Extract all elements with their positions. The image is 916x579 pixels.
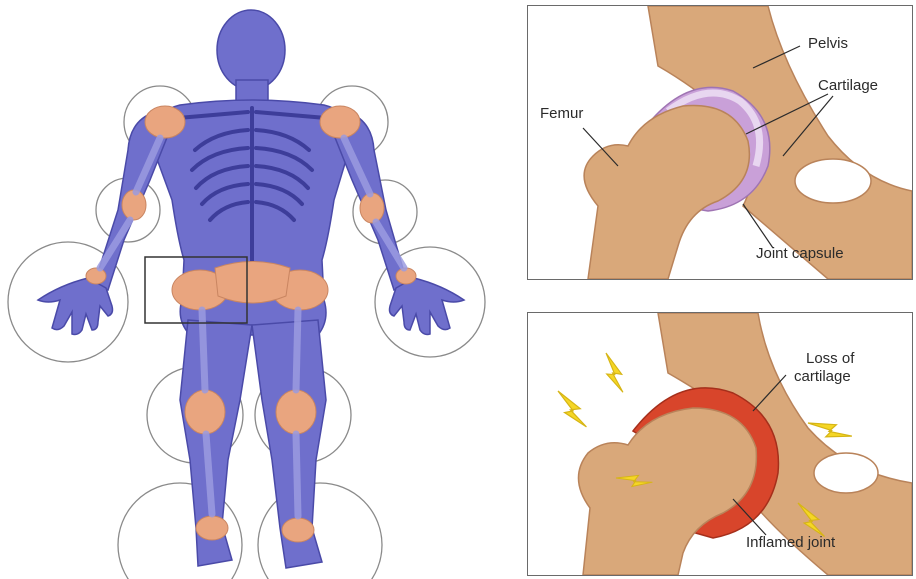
bone-right-femur	[296, 310, 298, 390]
bone-left-femur	[202, 310, 205, 390]
joint-left-ankle	[196, 516, 228, 540]
joint-left-knee	[185, 390, 225, 434]
label-cartilage: Cartilage	[818, 78, 878, 94]
pain-bolt-2	[550, 391, 595, 427]
joint-left-wrist	[86, 268, 106, 284]
femur-shape	[584, 105, 749, 279]
joint-right-ankle	[282, 518, 314, 542]
joint-left-shoulder	[145, 106, 185, 138]
right-hand	[390, 278, 465, 335]
label-cartilage-2: cartilage	[794, 369, 851, 385]
healthy-hip-illustration	[528, 6, 912, 279]
pelvis-bone	[215, 262, 290, 304]
joint-right-shoulder	[320, 106, 360, 138]
femur-shape-2	[578, 408, 756, 575]
obturator-foramen	[795, 159, 871, 203]
human-figure-illustration	[0, 0, 520, 579]
label-pelvis: Pelvis	[808, 36, 848, 52]
label-femur: Femur	[540, 106, 583, 122]
arthritic-hip-panel: Loss of cartilage Inflamed joint	[527, 312, 913, 576]
head	[217, 10, 285, 90]
pain-bolt-1	[593, 353, 636, 392]
arthritic-hip-illustration	[528, 313, 912, 575]
label-inflamed-joint: Inflamed joint	[746, 535, 835, 551]
left-hand	[38, 278, 113, 335]
label-loss-of: Loss of	[806, 351, 854, 367]
label-joint-capsule: Joint capsule	[756, 246, 844, 262]
joint-right-knee	[276, 390, 316, 434]
healthy-hip-panel: Pelvis Cartilage Femur Joint capsule	[527, 5, 913, 280]
bone-right-tibia	[296, 434, 298, 516]
joint-right-elbow	[360, 193, 384, 223]
obturator-foramen-2	[814, 453, 878, 493]
